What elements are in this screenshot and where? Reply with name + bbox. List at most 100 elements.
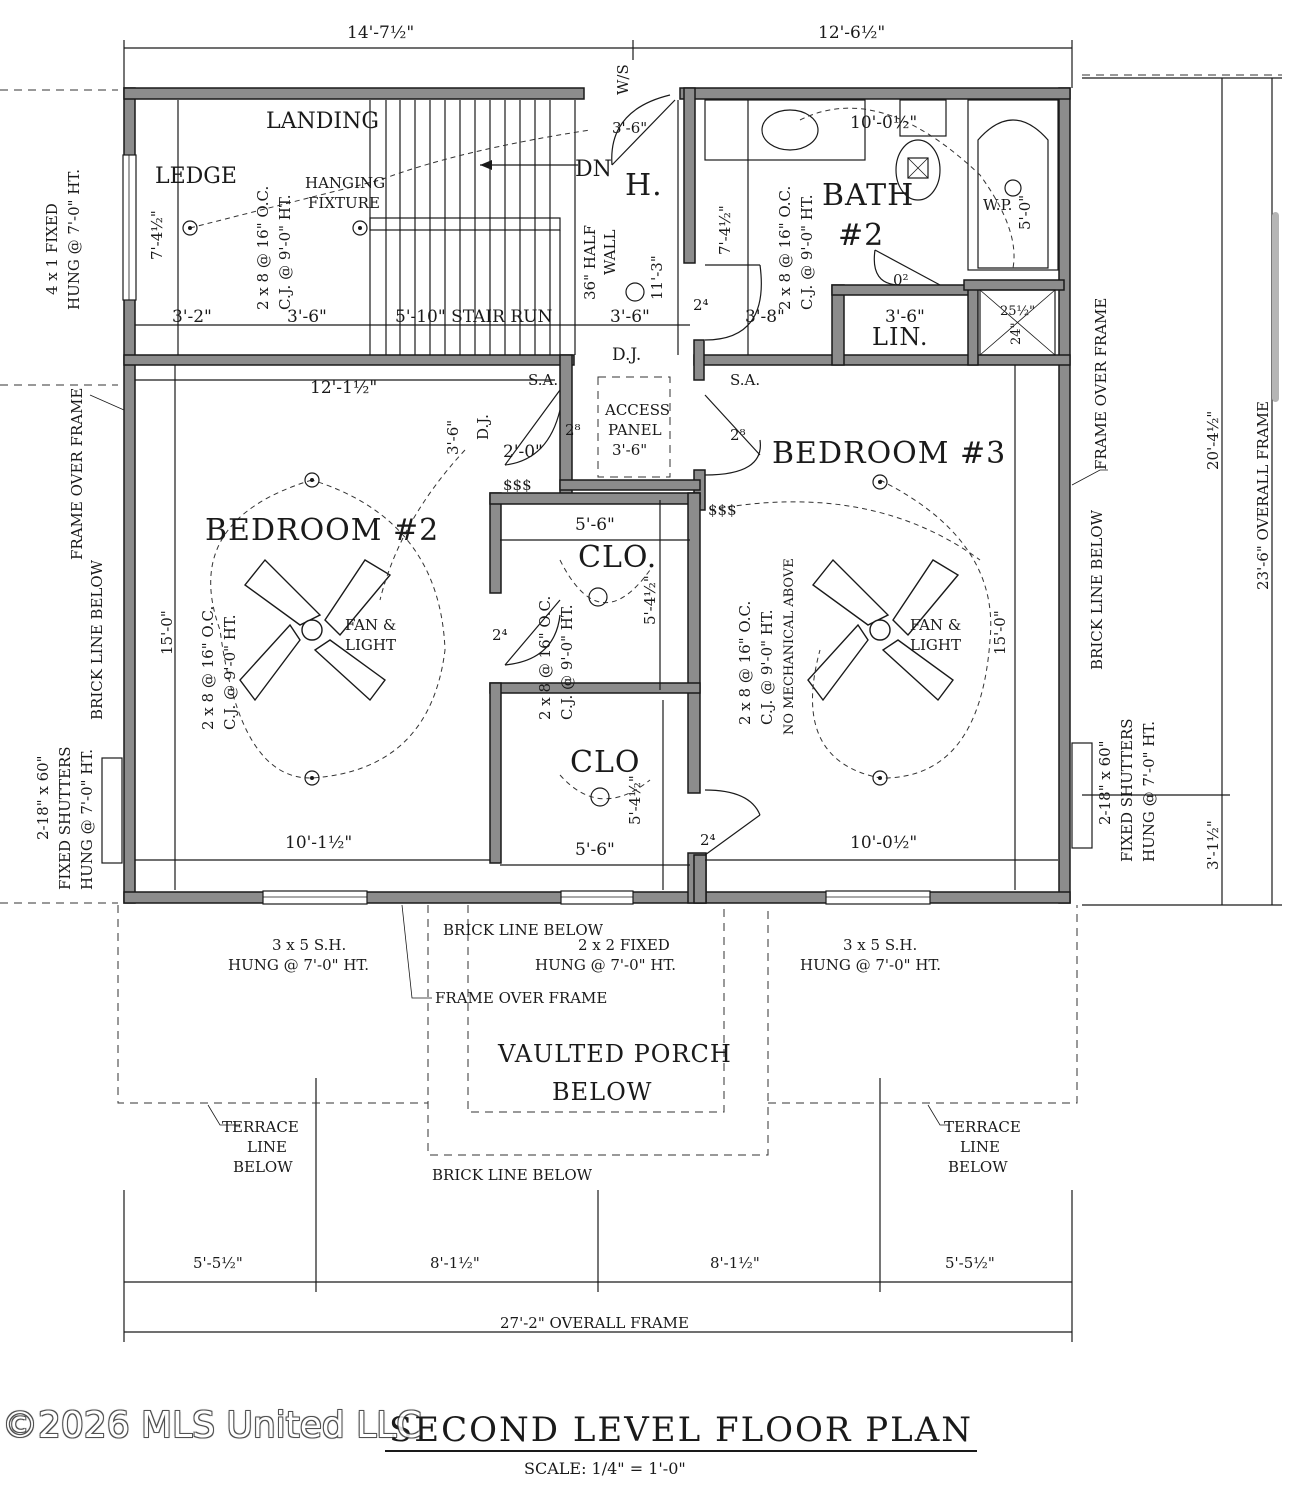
label-ledge: LEDGE bbox=[155, 164, 237, 189]
label-bedroom-2: BEDROOM #2 bbox=[205, 513, 439, 548]
note-brick-left: BRICK LINE BELOW bbox=[88, 559, 106, 720]
ceiling-lights bbox=[182, 220, 888, 807]
note-wp: W.P. bbox=[983, 196, 1012, 214]
label-bedroom-3: BEDROOM #3 bbox=[772, 436, 1006, 471]
label-lin: LIN. bbox=[872, 323, 929, 351]
dim-dj-w: 2'-0" bbox=[503, 442, 543, 462]
cj-bed3-2: C.J. @ 9'-0" HT. bbox=[758, 610, 776, 725]
plan-scale: SCALE: 1/4" = 1'-0" bbox=[524, 1459, 686, 1478]
plan-title: SECOND LEVEL FLOOR PLAN bbox=[385, 1410, 978, 1452]
terrace-left-3: BELOW bbox=[233, 1158, 293, 1176]
note-ws: W/S bbox=[614, 64, 632, 95]
terrace-right-3: BELOW bbox=[948, 1158, 1008, 1176]
note-brick-below-1: BRICK LINE BELOW bbox=[443, 921, 604, 939]
dim-bed3-bottom: 10'-0½" bbox=[850, 833, 917, 853]
access-panel-1: ACCESS bbox=[604, 401, 670, 419]
note-fan-1a: FAN & bbox=[345, 616, 396, 634]
shutters-right-3: HUNG @ 7'-0" HT. bbox=[1140, 721, 1158, 862]
cj-clo-1: 2 x 8 @ 16" O.C. bbox=[536, 596, 554, 720]
dim-dj-h: 3'-6" bbox=[444, 420, 462, 455]
electrical-wiring bbox=[189, 107, 1015, 800]
dimension-lines bbox=[123, 40, 1282, 1342]
dim-wp-h: 5'-0" bbox=[1016, 195, 1034, 230]
window-sh-left-2: HUNG @ 7'-0" HT. bbox=[228, 956, 369, 974]
label-hall: H. bbox=[625, 168, 663, 203]
dim-clo1-h: 5'-4½" bbox=[641, 575, 659, 625]
bath-fixtures bbox=[704, 99, 1059, 356]
text-labels: 14'-7½" 12'-6½" LEDGE LANDING HANGING FI… bbox=[155, 23, 1035, 1332]
ceiling-fan-bedroom-2 bbox=[239, 558, 392, 702]
dim-ledge-h: 7'-4½" bbox=[148, 210, 166, 260]
cj-stair-2: C.J. @ 9'-0" HT. bbox=[276, 195, 294, 310]
door-28-a: 2⁸ bbox=[565, 421, 581, 439]
label-clo-1: CLO. bbox=[578, 540, 657, 575]
dim-bottom-1: 5'-5½" bbox=[193, 1254, 243, 1272]
dim-bed2-h: 15'-0" bbox=[158, 610, 176, 655]
stairs bbox=[369, 100, 578, 355]
window-fixed-2: HUNG @ 7'-0" HT. bbox=[535, 956, 676, 974]
cj-bed2-1: 2 x 8 @ 16" O.C. bbox=[199, 606, 217, 730]
note-frame-over-left: FRAME OVER FRAME bbox=[68, 388, 86, 560]
cj-bath-2: C.J. @ 9'-0" HT. bbox=[798, 195, 816, 310]
dim-clo2-w: 5'-6" bbox=[575, 840, 615, 860]
dim-bed2-w: 12'-1½" bbox=[310, 378, 377, 398]
note-brick-below-2: BRICK LINE BELOW bbox=[432, 1166, 593, 1184]
note-sss-2: $$$ bbox=[708, 501, 737, 519]
dim-right-upper: 20'-4½" bbox=[1204, 411, 1222, 470]
door-24-b: 2⁴ bbox=[492, 626, 508, 644]
terrace-right-1: TERRACE bbox=[944, 1118, 1021, 1136]
shutters-left-3: HUNG @ 7'-0" HT. bbox=[78, 749, 96, 890]
interior-walls bbox=[489, 87, 1065, 904]
dim-right-lower: 3'-1½" bbox=[1204, 820, 1222, 870]
dim-bottom-2: 8'-1½" bbox=[430, 1254, 480, 1272]
label-bath: BATH bbox=[822, 178, 914, 213]
dim-bath-w: 10'-0½" bbox=[850, 113, 917, 133]
note-brick-right: BRICK LINE BELOW bbox=[1088, 509, 1106, 670]
dim-ledge-w: 3'-2" bbox=[172, 307, 212, 327]
cj-bed2-2: C.J. @ 9'-0" HT. bbox=[221, 615, 239, 730]
shutters-left-1: 2-18" x 60" bbox=[34, 755, 52, 840]
leader-lines bbox=[89, 394, 1108, 1126]
dim-stair-run: 5'-10" STAIR RUN bbox=[395, 307, 552, 327]
scrollbar-thumb[interactable] bbox=[1272, 212, 1279, 402]
shutters-right-1: 2-18" x 60" bbox=[1096, 740, 1114, 825]
window-left-1: 4 x 1 FIXED bbox=[43, 203, 61, 295]
window-sh-right-1: 3 x 5 S.H. bbox=[843, 936, 917, 954]
note-fan-1b: LIGHT bbox=[345, 636, 396, 654]
dim-overall-height: 23'-6" OVERALL FRAME bbox=[1254, 401, 1272, 590]
cj-bed3-1: 2 x 8 @ 16" O.C. bbox=[736, 601, 754, 725]
label-porch-1: VAULTED PORCH bbox=[497, 1040, 732, 1068]
ceiling-fan-bedroom-3 bbox=[807, 558, 960, 702]
window-sh-right-2: HUNG @ 7'-0" HT. bbox=[800, 956, 941, 974]
note-fan-2b: LIGHT bbox=[910, 636, 961, 654]
terrace-left-1: TERRACE bbox=[222, 1118, 299, 1136]
note-sss-1: $$$ bbox=[503, 476, 532, 494]
dim-bottom-4: 5'-5½" bbox=[945, 1254, 995, 1272]
label-bath-num: #2 bbox=[838, 218, 884, 253]
doors bbox=[504, 94, 941, 856]
terrace-right-2: LINE bbox=[960, 1138, 1000, 1156]
dim-lin-w: 3'-6" bbox=[885, 307, 925, 327]
access-panel bbox=[597, 376, 671, 478]
dim-stair-w: 3'-6" bbox=[287, 307, 327, 327]
window-fixed-1: 2 x 2 FIXED bbox=[578, 936, 670, 954]
note-half-wall-1: 36" HALF bbox=[581, 225, 599, 300]
dim-bath-h: 7'-4½" bbox=[716, 205, 734, 255]
vertical-labels: 7'-4½" 2 x 8 @ 16" O.C. C.J. @ 9'-0" HT.… bbox=[34, 64, 1272, 890]
dim-top-left: 14'-7½" bbox=[347, 23, 414, 43]
note-no-mech: NO MECHANICAL ABOVE bbox=[782, 558, 797, 735]
dim-shower-2: 24" bbox=[1009, 322, 1024, 345]
note-hanging-1: HANGING bbox=[305, 174, 385, 192]
note-fan-2a: FAN & bbox=[910, 616, 961, 634]
dim-clo2-h: 5'-4½" bbox=[626, 775, 644, 825]
dim-clo1-w: 5'-6" bbox=[575, 515, 615, 535]
dim-overall-width: 27'-2" OVERALL FRAME bbox=[500, 1314, 689, 1332]
access-panel-2: PANEL bbox=[608, 421, 662, 439]
note-half-wall-2: WALL bbox=[601, 230, 619, 275]
door-02: 0² bbox=[893, 271, 909, 289]
dim-shower: 25½" bbox=[1000, 304, 1035, 319]
label-porch-2: BELOW bbox=[552, 1078, 652, 1106]
cj-bath-1: 2 x 8 @ 16" O.C. bbox=[776, 186, 794, 310]
shutters-right-2: FIXED SHUTTERS bbox=[1118, 718, 1136, 862]
